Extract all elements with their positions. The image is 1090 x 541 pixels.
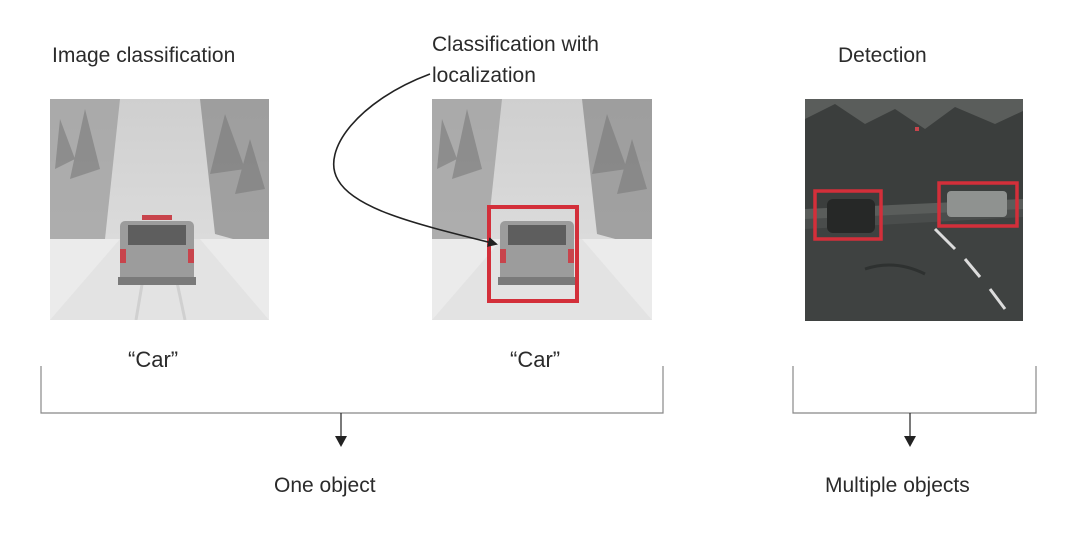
title-classification-localization-line1: Classification with — [432, 33, 599, 56]
down-arrow-one-object — [335, 436, 347, 447]
road-detection-photo — [805, 99, 1023, 321]
snowy-road-car-localized-photo — [432, 99, 652, 320]
curved-arrow — [332, 73, 498, 247]
group-label-multiple-objects: Multiple objects — [825, 474, 970, 497]
title-image-classification: Image classification — [52, 44, 236, 67]
snowy-road-car-photo — [50, 99, 269, 320]
caption-car-1: “Car” — [128, 347, 179, 372]
title-classification-localization-line2: localization — [432, 64, 536, 87]
title-detection: Detection — [838, 44, 927, 67]
bracket-multiple-objects — [792, 366, 1037, 414]
bracket-one-object — [40, 366, 664, 414]
caption-car-2: “Car” — [510, 347, 561, 372]
car-bounding-box — [487, 205, 579, 303]
group-label-one-object: One object — [274, 474, 376, 497]
detection-box-car-right — [937, 181, 1019, 228]
down-arrow-multiple-objects — [904, 436, 916, 447]
detection-box-car-left — [813, 189, 883, 241]
